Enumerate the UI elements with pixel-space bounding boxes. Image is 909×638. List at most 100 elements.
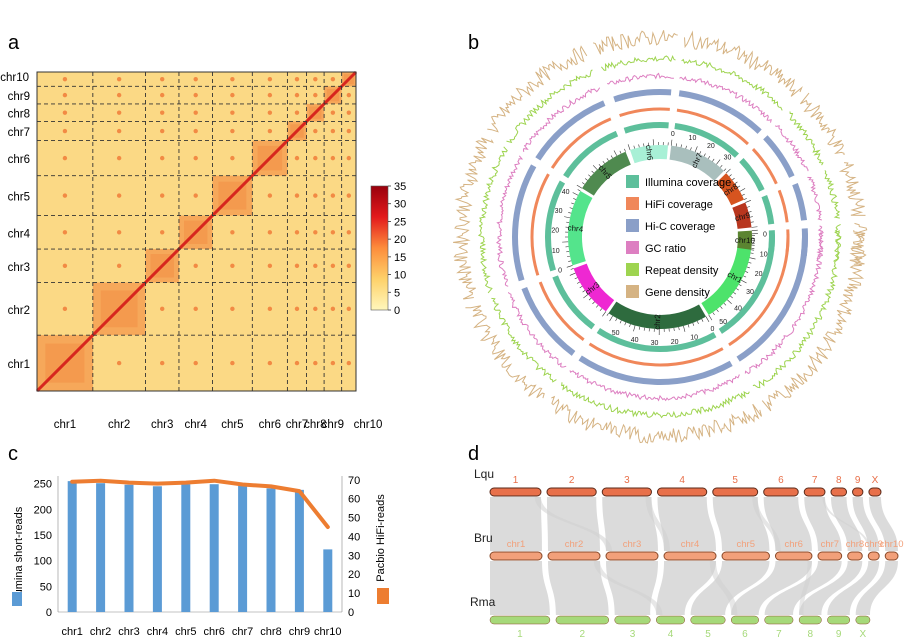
- ideogram-segment-chr7: [669, 145, 724, 181]
- synteny-ribbon: [645, 497, 670, 551]
- ideogram-tick: [692, 322, 695, 326]
- interaction-dot: [294, 76, 300, 82]
- interaction-dot: [62, 155, 68, 161]
- track-1-segment: [530, 173, 550, 276]
- ideogram-tick: [595, 304, 599, 308]
- ideogram-tick: [584, 178, 588, 181]
- ideogram-tick: [746, 266, 750, 269]
- interaction-dot: [267, 360, 273, 366]
- category-label: chr3: [118, 626, 139, 638]
- chr-label-x: chr3: [151, 419, 173, 431]
- chromosome-box: [852, 487, 864, 497]
- track-0-segment: [563, 130, 619, 179]
- interaction-dot: [62, 128, 68, 134]
- synteny-ribbon: [534, 497, 613, 551]
- left-tick-label: 250: [34, 479, 52, 491]
- track-1-segment: [619, 107, 670, 117]
- synteny-ribbon: [855, 561, 898, 615]
- interaction-dot: [294, 263, 300, 268]
- interaction-dot: [330, 230, 336, 235]
- chromosome-box: [847, 551, 863, 561]
- ideogram-tick: [701, 318, 704, 322]
- synteny-ribbon: [709, 561, 738, 615]
- ideogram-tick: [723, 168, 727, 172]
- synteny-ribbon: [799, 561, 863, 615]
- right-tick-label: 10: [348, 588, 360, 600]
- chromosome-label: chr7: [821, 539, 839, 550]
- ideogram-scale-label: 10: [552, 248, 560, 255]
- interaction-dot: [116, 92, 122, 98]
- colorbar-tick-label: 15: [394, 252, 406, 264]
- chromosome-box: [546, 487, 597, 497]
- chr-label-x: chr4: [185, 419, 208, 431]
- track-0-segment: [761, 195, 775, 225]
- ideogram-tick: [708, 314, 713, 321]
- interaction-dot: [116, 193, 122, 198]
- track-5-line: [761, 230, 866, 412]
- chromosome-label: 8: [807, 629, 813, 638]
- ideogram-scale-label: 20: [671, 339, 679, 346]
- category-label: chr7: [232, 626, 253, 638]
- interaction-dot: [230, 360, 235, 366]
- ideogram-scale-label: 10: [690, 334, 698, 341]
- interaction-dot: [294, 110, 300, 115]
- interaction-dot: [330, 128, 336, 134]
- chromosome-box: [867, 551, 880, 561]
- interaction-dot: [62, 193, 68, 198]
- chromosome-label: 9: [836, 629, 842, 638]
- ideogram-tick: [748, 262, 752, 264]
- track-4-line: [491, 297, 557, 383]
- ideogram-scale-label: 20: [755, 271, 763, 278]
- ideogram-tick: [579, 285, 583, 289]
- track-4-line: [824, 170, 841, 219]
- ideogram-tick: [598, 164, 602, 167]
- panel-a-label: a: [8, 32, 20, 54]
- chromosome-label: 7: [812, 475, 818, 486]
- ideogram-tick: [592, 165, 598, 170]
- ideogram-label-chr4: chr4: [567, 223, 584, 234]
- legend-swatch: [626, 285, 639, 298]
- interaction-dot: [346, 155, 352, 161]
- ideogram-tick: [750, 252, 754, 254]
- ideogram-tick: [708, 155, 711, 159]
- genome-label-Rma: Rma: [470, 595, 496, 609]
- chromosome-box: [855, 615, 871, 625]
- interaction-dot: [193, 263, 198, 268]
- legend-label: GC ratio: [645, 243, 686, 255]
- legend-label: Repeat density: [645, 265, 719, 277]
- ideogram-tick: [737, 185, 741, 188]
- ideogram-tick: [643, 327, 645, 331]
- chromosome-label: 6: [778, 475, 784, 486]
- interaction-dot: [160, 128, 165, 134]
- ideogram-scale-label: 10: [760, 251, 768, 258]
- legend-swatch: [626, 241, 639, 254]
- chromosome-box: [547, 551, 601, 561]
- bar-chr8: [266, 488, 276, 612]
- ideogram-tick: [577, 189, 581, 192]
- ideogram-tick: [697, 320, 699, 324]
- legend-label: HiFi coverage: [645, 199, 713, 211]
- chromosome-label: chr6: [784, 539, 802, 550]
- interaction-dot: [116, 230, 122, 235]
- legend-swatch: [626, 197, 639, 210]
- interaction-dot: [294, 230, 300, 235]
- track-1-segment: [777, 189, 789, 223]
- interaction-dot: [346, 306, 352, 312]
- ideogram-tick: [699, 151, 702, 155]
- interaction-dot: [267, 306, 273, 312]
- interaction-dot: [313, 360, 318, 366]
- interaction-dot: [346, 92, 352, 98]
- bar-chr6: [209, 484, 219, 612]
- interaction-dot: [160, 76, 165, 82]
- interaction-dot: [313, 306, 318, 312]
- track-3-line: [744, 231, 824, 375]
- synteny-ribbon: [690, 561, 770, 615]
- ideogram-segment-chr2: [608, 301, 706, 329]
- ideogram-tick: [730, 295, 733, 299]
- track-4-line: [561, 382, 750, 419]
- track-2-segment: [763, 135, 795, 178]
- ideogram-label-chr10: chr10: [735, 236, 756, 246]
- interaction-dot: [160, 155, 165, 161]
- left-axis-swatch: [12, 592, 22, 606]
- chromosome-box: [663, 551, 717, 561]
